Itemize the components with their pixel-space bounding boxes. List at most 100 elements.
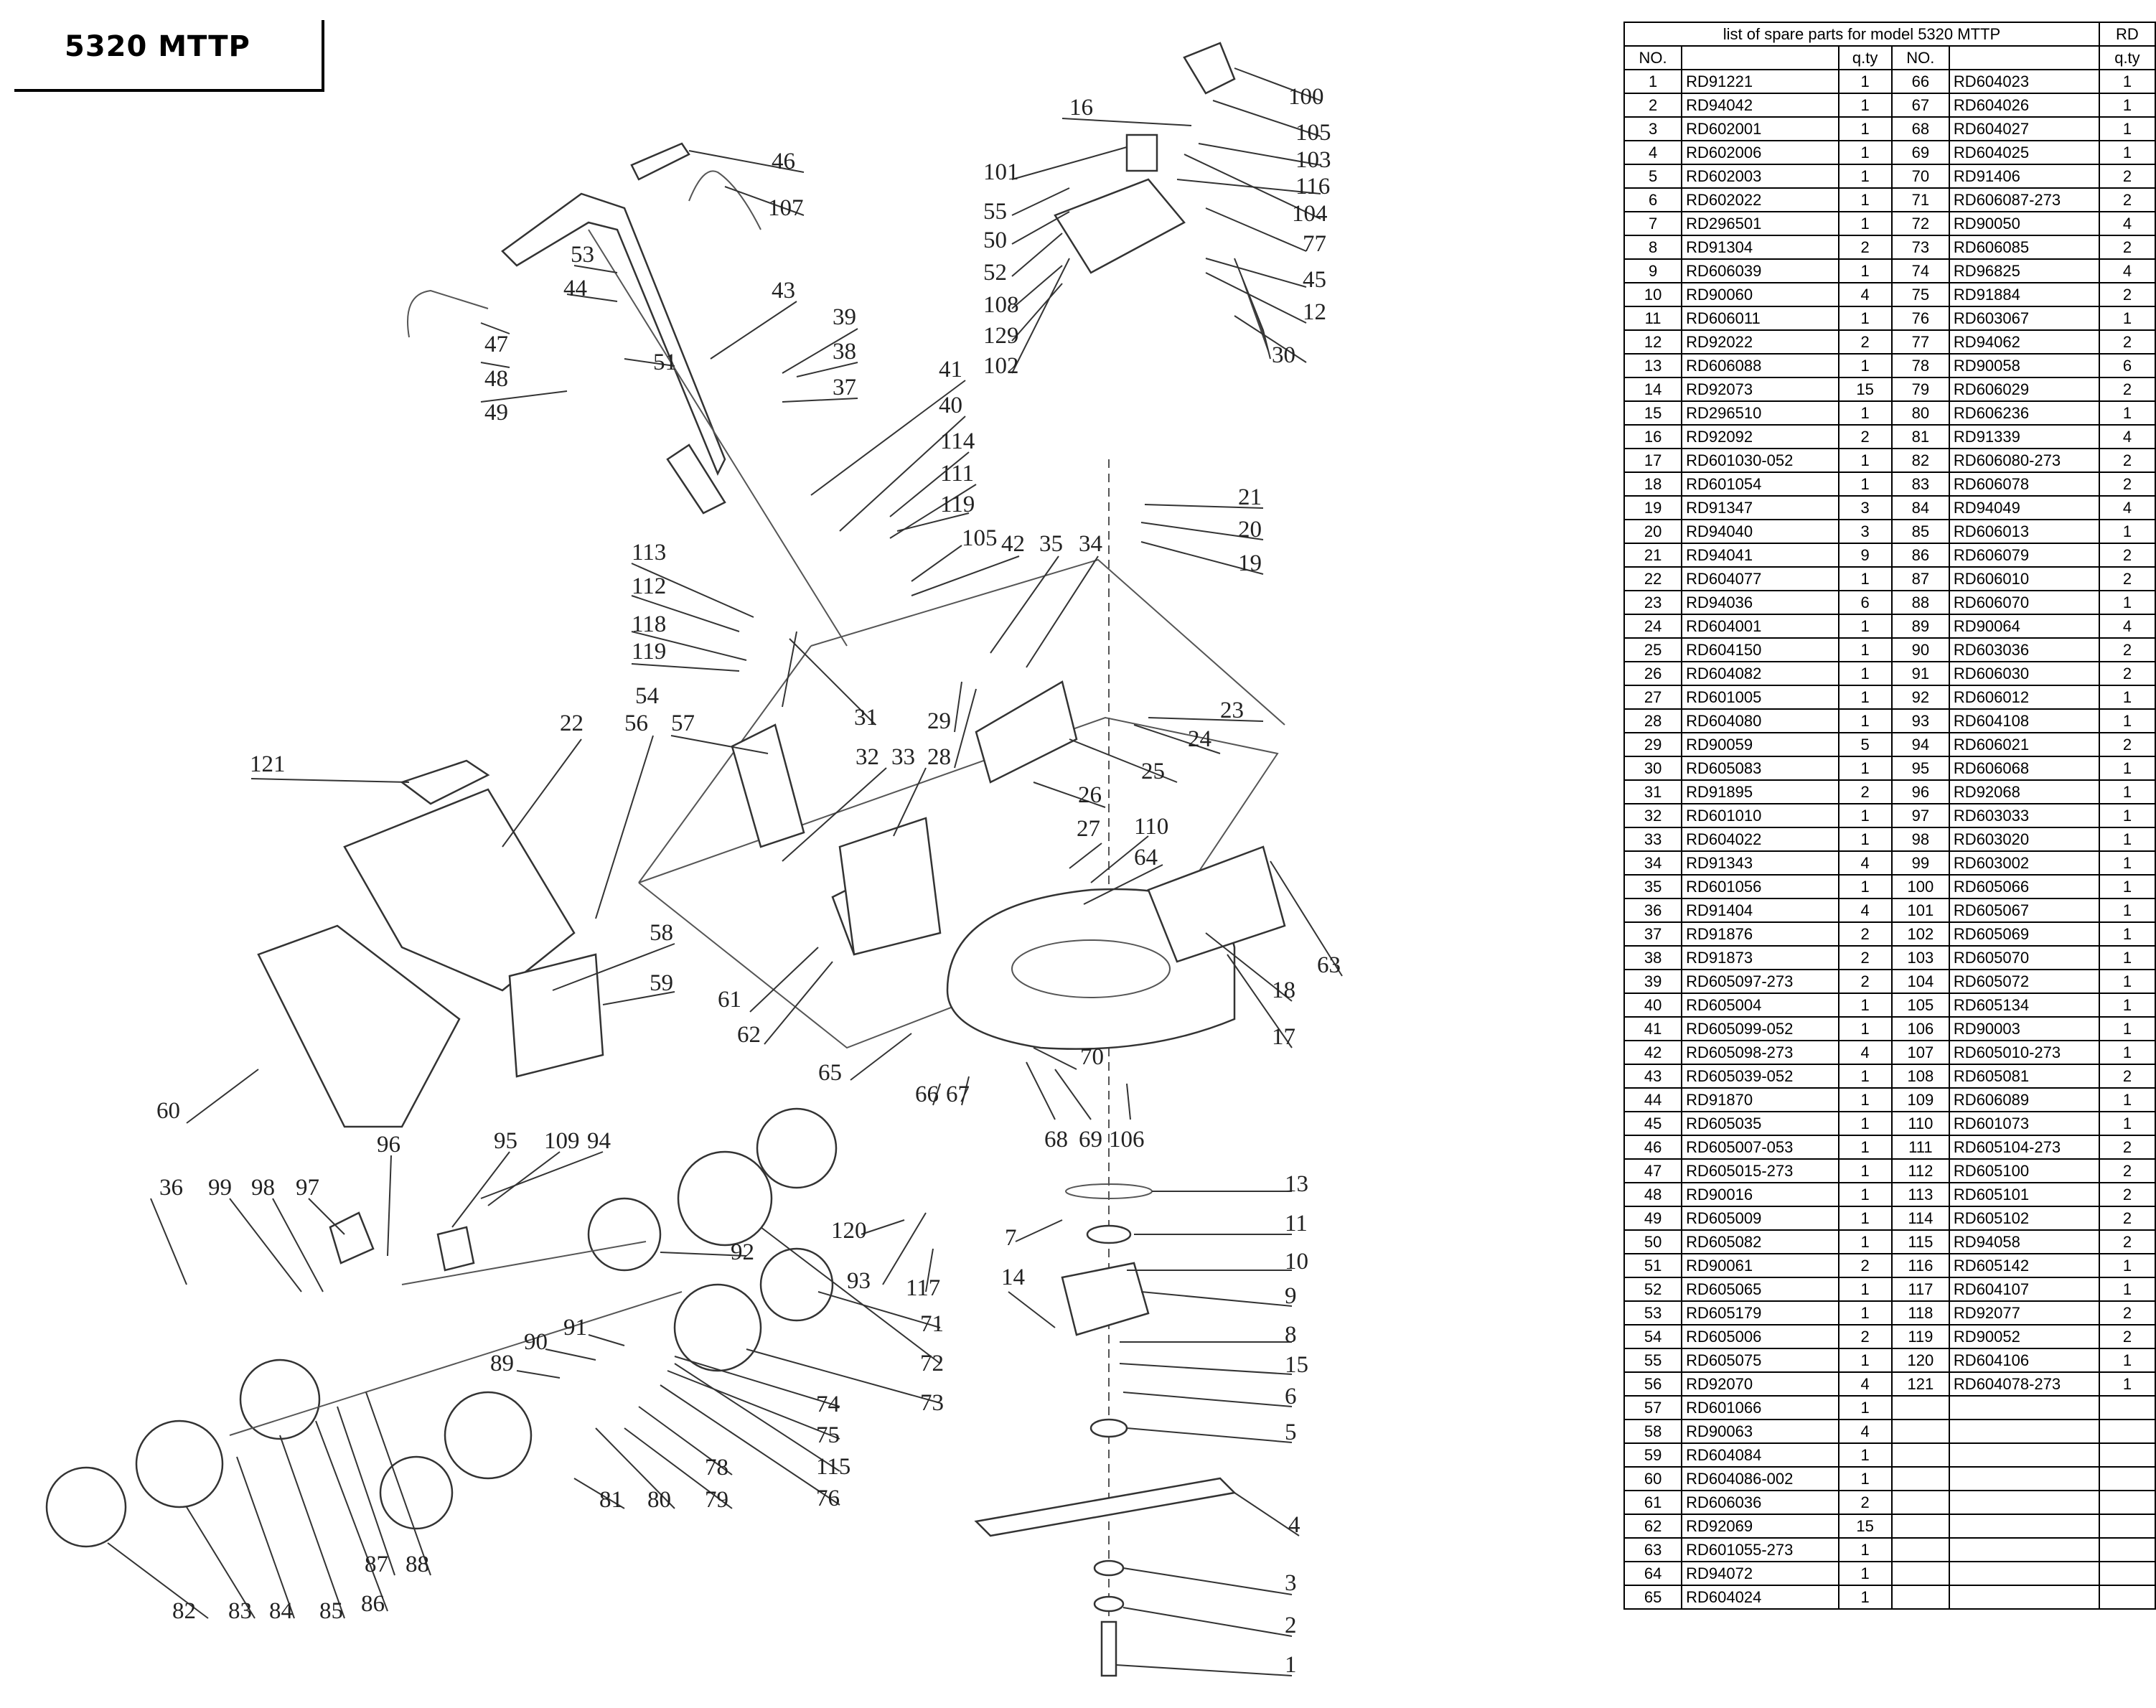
callout-105b: 105 <box>911 525 998 582</box>
wheel-disc-92 <box>587 1197 662 1272</box>
svg-text:15: 15 <box>1285 1352 1308 1378</box>
svg-text:17: 17 <box>1272 1024 1295 1050</box>
svg-text:54: 54 <box>635 683 659 709</box>
row-no-left: 1 <box>1623 69 1683 94</box>
callout-23: 23 <box>1148 698 1264 723</box>
row-no-left: 52 <box>1623 1277 1683 1302</box>
callout-21: 21 <box>1144 484 1264 510</box>
row-no-left: 13 <box>1623 353 1683 378</box>
row-no-left: 12 <box>1623 329 1683 355</box>
row-code-left: RD605015-273 <box>1681 1158 1839 1183</box>
callout-24: 24 <box>1133 724 1221 754</box>
callout-80: 80 <box>595 1427 675 1513</box>
callout-54: 54 <box>635 631 797 709</box>
row-code-right: RD605100 <box>1948 1158 2100 1183</box>
row-code-right: RD604023 <box>1948 69 2100 94</box>
row-code-left: RD606039 <box>1681 258 1839 283</box>
callout-108: 108 <box>983 265 1063 318</box>
washer <box>1093 1559 1125 1577</box>
row-qty-right: 1 <box>2098 779 2156 804</box>
row-qty-right: 1 <box>2098 519 2156 544</box>
svg-text:53: 53 <box>571 242 594 268</box>
callout-68: 68 <box>1026 1061 1068 1153</box>
handle-bracket <box>666 444 726 515</box>
callout-33: 33 <box>891 744 927 837</box>
row-no-right: 107 <box>1890 1040 1950 1065</box>
callout-6: 6 <box>1122 1384 1297 1409</box>
svg-text:70: 70 <box>1080 1044 1104 1070</box>
row-qty-right: 1 <box>2098 827 2156 852</box>
callout-83: 83 <box>186 1506 256 1624</box>
callout-31: 31 <box>789 638 878 731</box>
row-code-right: RD606078 <box>1948 471 2100 497</box>
callout-14: 14 <box>1001 1264 1056 1328</box>
svg-text:113: 113 <box>632 540 666 566</box>
row-no-right: 109 <box>1890 1087 1950 1112</box>
svg-text:20: 20 <box>1238 517 1262 543</box>
row-qty-right: 1 <box>2098 708 2156 733</box>
row-qty-right: 2 <box>2098 637 2156 662</box>
row-no-left: 32 <box>1623 803 1683 828</box>
row-code-left: RD605007-053 <box>1681 1135 1839 1160</box>
blade-stack <box>974 1183 1237 1677</box>
row-code-right: RD601073 <box>1948 1111 2100 1136</box>
front-wheel-disc <box>239 1359 321 1440</box>
svg-text:76: 76 <box>816 1486 840 1511</box>
svg-text:69: 69 <box>1079 1127 1102 1153</box>
row-code-right: RD96825 <box>1948 258 2100 283</box>
callout-121: 121 <box>250 751 410 783</box>
svg-text:49: 49 <box>484 400 508 426</box>
row-qty-right: 1 <box>2098 1016 2156 1041</box>
height-rod <box>401 1241 647 1285</box>
row-code-right: RD604108 <box>1948 708 2100 733</box>
callout-79: 79 <box>624 1427 733 1513</box>
row-no-right: 112 <box>1890 1158 1950 1183</box>
table-title-row: list of spare parts for model 5320 MTTP … <box>1623 22 2156 47</box>
row-qty-right: 2 <box>2098 377 2156 402</box>
upper-handle <box>501 192 726 477</box>
svg-text:35: 35 <box>1039 531 1063 557</box>
row-qty-left: 1 <box>1837 1016 1893 1041</box>
svg-text:109: 109 <box>544 1128 580 1154</box>
callout-46: 46 <box>688 149 805 174</box>
svg-text:74: 74 <box>816 1392 840 1417</box>
row-code-left: RD91221 <box>1681 69 1839 94</box>
row-qty-right: 1 <box>2098 1277 2156 1302</box>
row-qty-left: 1 <box>1837 756 1893 781</box>
row-code-right: RD91406 <box>1948 164 2100 189</box>
row-qty-left: 1 <box>1837 1277 1893 1302</box>
row-qty-right: 1 <box>2098 140 2156 165</box>
row-code-right: RD605072 <box>1948 969 2100 994</box>
callout-5: 5 <box>1126 1420 1297 1445</box>
row-code-right: RD91339 <box>1948 424 2100 449</box>
callout-9: 9 <box>1140 1283 1297 1309</box>
row-no-left: 2 <box>1623 93 1683 118</box>
row-code-left: RD604086-002 <box>1681 1466 1839 1491</box>
dipstick <box>1234 258 1271 360</box>
wheel-cover-rear-lower <box>759 1247 834 1322</box>
row-qty-right: 2 <box>2098 732 2156 757</box>
row-qty-right: 2 <box>2098 1300 2156 1325</box>
callout-90: 90 <box>524 1329 596 1361</box>
callout-19: 19 <box>1140 541 1264 576</box>
svg-text:3: 3 <box>1285 1570 1297 1596</box>
callout-62: 62 <box>737 961 833 1048</box>
callout-100: 100 <box>1234 67 1324 110</box>
row-no-right: 79 <box>1890 377 1950 402</box>
row-qty-left: 1 <box>1837 187 1893 212</box>
row-no-right: 113 <box>1890 1182 1950 1207</box>
row-qty-right <box>2098 1585 2156 1610</box>
row-qty-right: 4 <box>2098 495 2156 520</box>
spare-parts-table: list of spare parts for model 5320 MTTP … <box>1623 22 2156 1610</box>
svg-text:68: 68 <box>1044 1127 1068 1153</box>
row-qty-right: 1 <box>2098 756 2156 781</box>
svg-text:46: 46 <box>772 149 795 174</box>
row-qty-left: 1 <box>1837 1087 1893 1112</box>
row-no-left: 59 <box>1623 1442 1683 1468</box>
row-qty-left: 1 <box>1837 1229 1893 1254</box>
table-header-row: NO. q.ty NO. q.ty <box>1623 45 2156 70</box>
